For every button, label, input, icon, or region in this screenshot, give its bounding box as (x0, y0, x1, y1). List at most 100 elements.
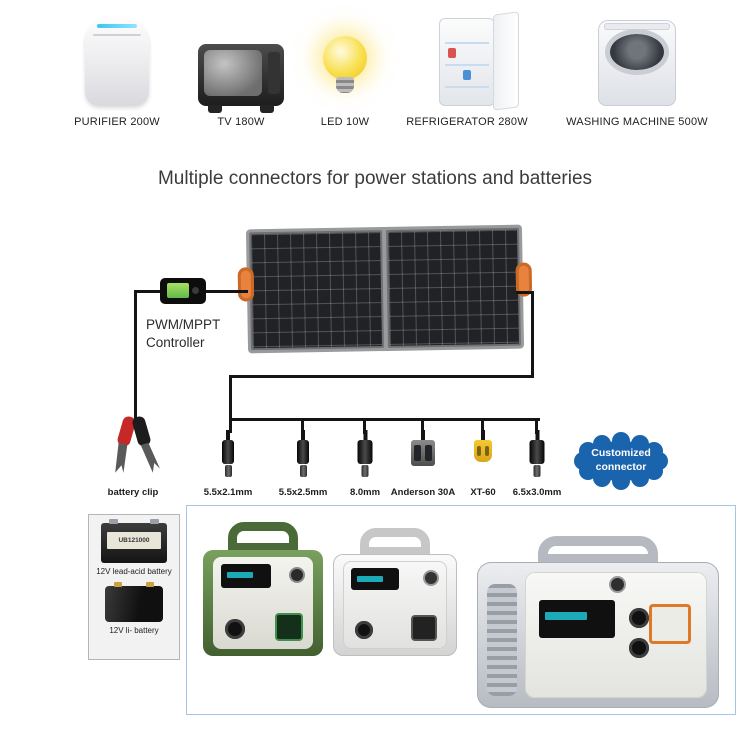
tv-screen (204, 50, 262, 96)
power-button (291, 569, 303, 581)
connector-body (297, 440, 309, 464)
wire-drop-1 (301, 418, 304, 434)
connector-tip (224, 465, 232, 477)
tv-control-strip (268, 52, 280, 94)
battery-clip-image (100, 412, 168, 493)
fridge-open-door (493, 11, 519, 111)
connector-6-5x3-0-image (529, 430, 545, 477)
washing-machine-image (598, 20, 676, 106)
connector-5-5x2-1-image (222, 430, 234, 477)
refrigerator-label: REFRIGERATOR 280W (406, 116, 528, 128)
scalloped-badge-icon (574, 432, 668, 490)
station-display (221, 564, 271, 588)
connector-cable (226, 430, 230, 440)
station-display (539, 600, 615, 638)
power-stations-box (186, 505, 736, 715)
station-handle (228, 522, 298, 552)
tv-image-wrap (161, 6, 321, 113)
ac-outlet (411, 615, 437, 641)
connector-body (357, 440, 373, 464)
led-bulb-image (322, 36, 368, 106)
washer-drum (610, 34, 664, 70)
white-power-station-image (333, 528, 457, 656)
green-power-station-image (203, 522, 323, 656)
tv-label: TV 180W (217, 116, 265, 128)
fridge-item (448, 48, 456, 58)
fridge-shelf (445, 42, 489, 44)
wire-panel-right-out (516, 291, 534, 294)
wire-connector-bus (229, 418, 540, 421)
station-front-panel (213, 557, 313, 649)
controller-label-line1: PWM/MPPT (146, 317, 221, 332)
station-display (351, 568, 399, 590)
connector-xt60-image (474, 430, 492, 462)
connector-anderson-image (411, 430, 435, 466)
appliance-led: LED 10W (265, 6, 425, 128)
fridge-shelf (445, 86, 489, 88)
power-button (425, 572, 437, 584)
pwm-mppt-controller-device (160, 278, 206, 304)
wire-drop-2 (363, 418, 366, 434)
station-body (203, 550, 323, 656)
connector-tip (299, 465, 307, 477)
refrigerator-image-wrap (387, 6, 547, 111)
purifier-image-wrap (37, 6, 197, 106)
lead-acid-label: 12V lead-acid battery (96, 567, 172, 576)
solar-panel-left-half (248, 230, 385, 351)
connector-label-5-5x2-5: 5.5x2.5mm (278, 487, 328, 498)
bulb-base (336, 77, 354, 93)
led-label: LED 10W (320, 116, 370, 128)
connector-5-5x2-5-image (297, 430, 309, 477)
appliance-purifier: PURIFIER 200W (37, 6, 197, 128)
dc-socket (225, 619, 245, 639)
controller-label: PWM/MPPT Controller (146, 316, 220, 351)
silver-power-station-image (477, 536, 719, 708)
station-handle (538, 536, 658, 564)
connector-body (529, 440, 545, 464)
connector-label-xt60: XT-60 (470, 487, 496, 498)
wire-controller-left (134, 290, 164, 293)
purifier-label: PURIFIER 200W (74, 116, 160, 128)
connector-cable (421, 430, 425, 440)
wire-drop-3 (421, 418, 424, 434)
connector-tip (361, 465, 369, 477)
wire-down-to-clips (134, 290, 137, 422)
wire-right-down (531, 291, 534, 378)
washer-image-wrap (557, 6, 717, 106)
connector-8-0mm-image (357, 430, 373, 477)
connector-cable (301, 430, 305, 440)
wire-left-drop (229, 375, 232, 433)
station-handle (360, 528, 430, 556)
washing-machine-label: WASHING MACHINE 500W (566, 116, 708, 128)
controller-lcd (167, 283, 189, 298)
station-front-panel (343, 561, 447, 649)
panel-handle-left (237, 267, 255, 302)
lead-acid-model: UB121000 (107, 532, 161, 549)
washer-control-panel (604, 23, 670, 30)
connector-body (222, 440, 234, 464)
connector-body (411, 440, 435, 466)
connector-label-5-5x2-1: 5.5x2.1mm (203, 487, 253, 498)
controller-button (192, 287, 199, 294)
connector-cable (535, 430, 539, 440)
connector-cable (481, 430, 485, 440)
wire-mid-horizontal (229, 375, 534, 378)
connector-tip (533, 465, 541, 477)
connector-label-anderson: Anderson 30A (390, 487, 456, 498)
fridge-item (463, 70, 471, 80)
page-title: Multiple connectors for power stations a… (157, 168, 593, 189)
wire-drop-4 (481, 418, 484, 434)
led-image-wrap (265, 6, 425, 106)
ac-outlet (275, 613, 303, 641)
solar-panel-image (237, 224, 533, 354)
appliance-tv: TV 180W (161, 6, 321, 128)
lead-acid-battery-image: UB121000 (101, 519, 167, 563)
customized-connector-badge: Customized connector (570, 430, 672, 492)
appliance-washing-machine: WASHING MACHINE 500W (557, 6, 717, 128)
connector-label-8-0: 8.0mm (349, 487, 381, 498)
ac-outlet-orange (649, 604, 691, 644)
dc-socket (355, 621, 373, 639)
solar-panel-right-half (385, 227, 522, 348)
purifier-image (85, 18, 149, 106)
